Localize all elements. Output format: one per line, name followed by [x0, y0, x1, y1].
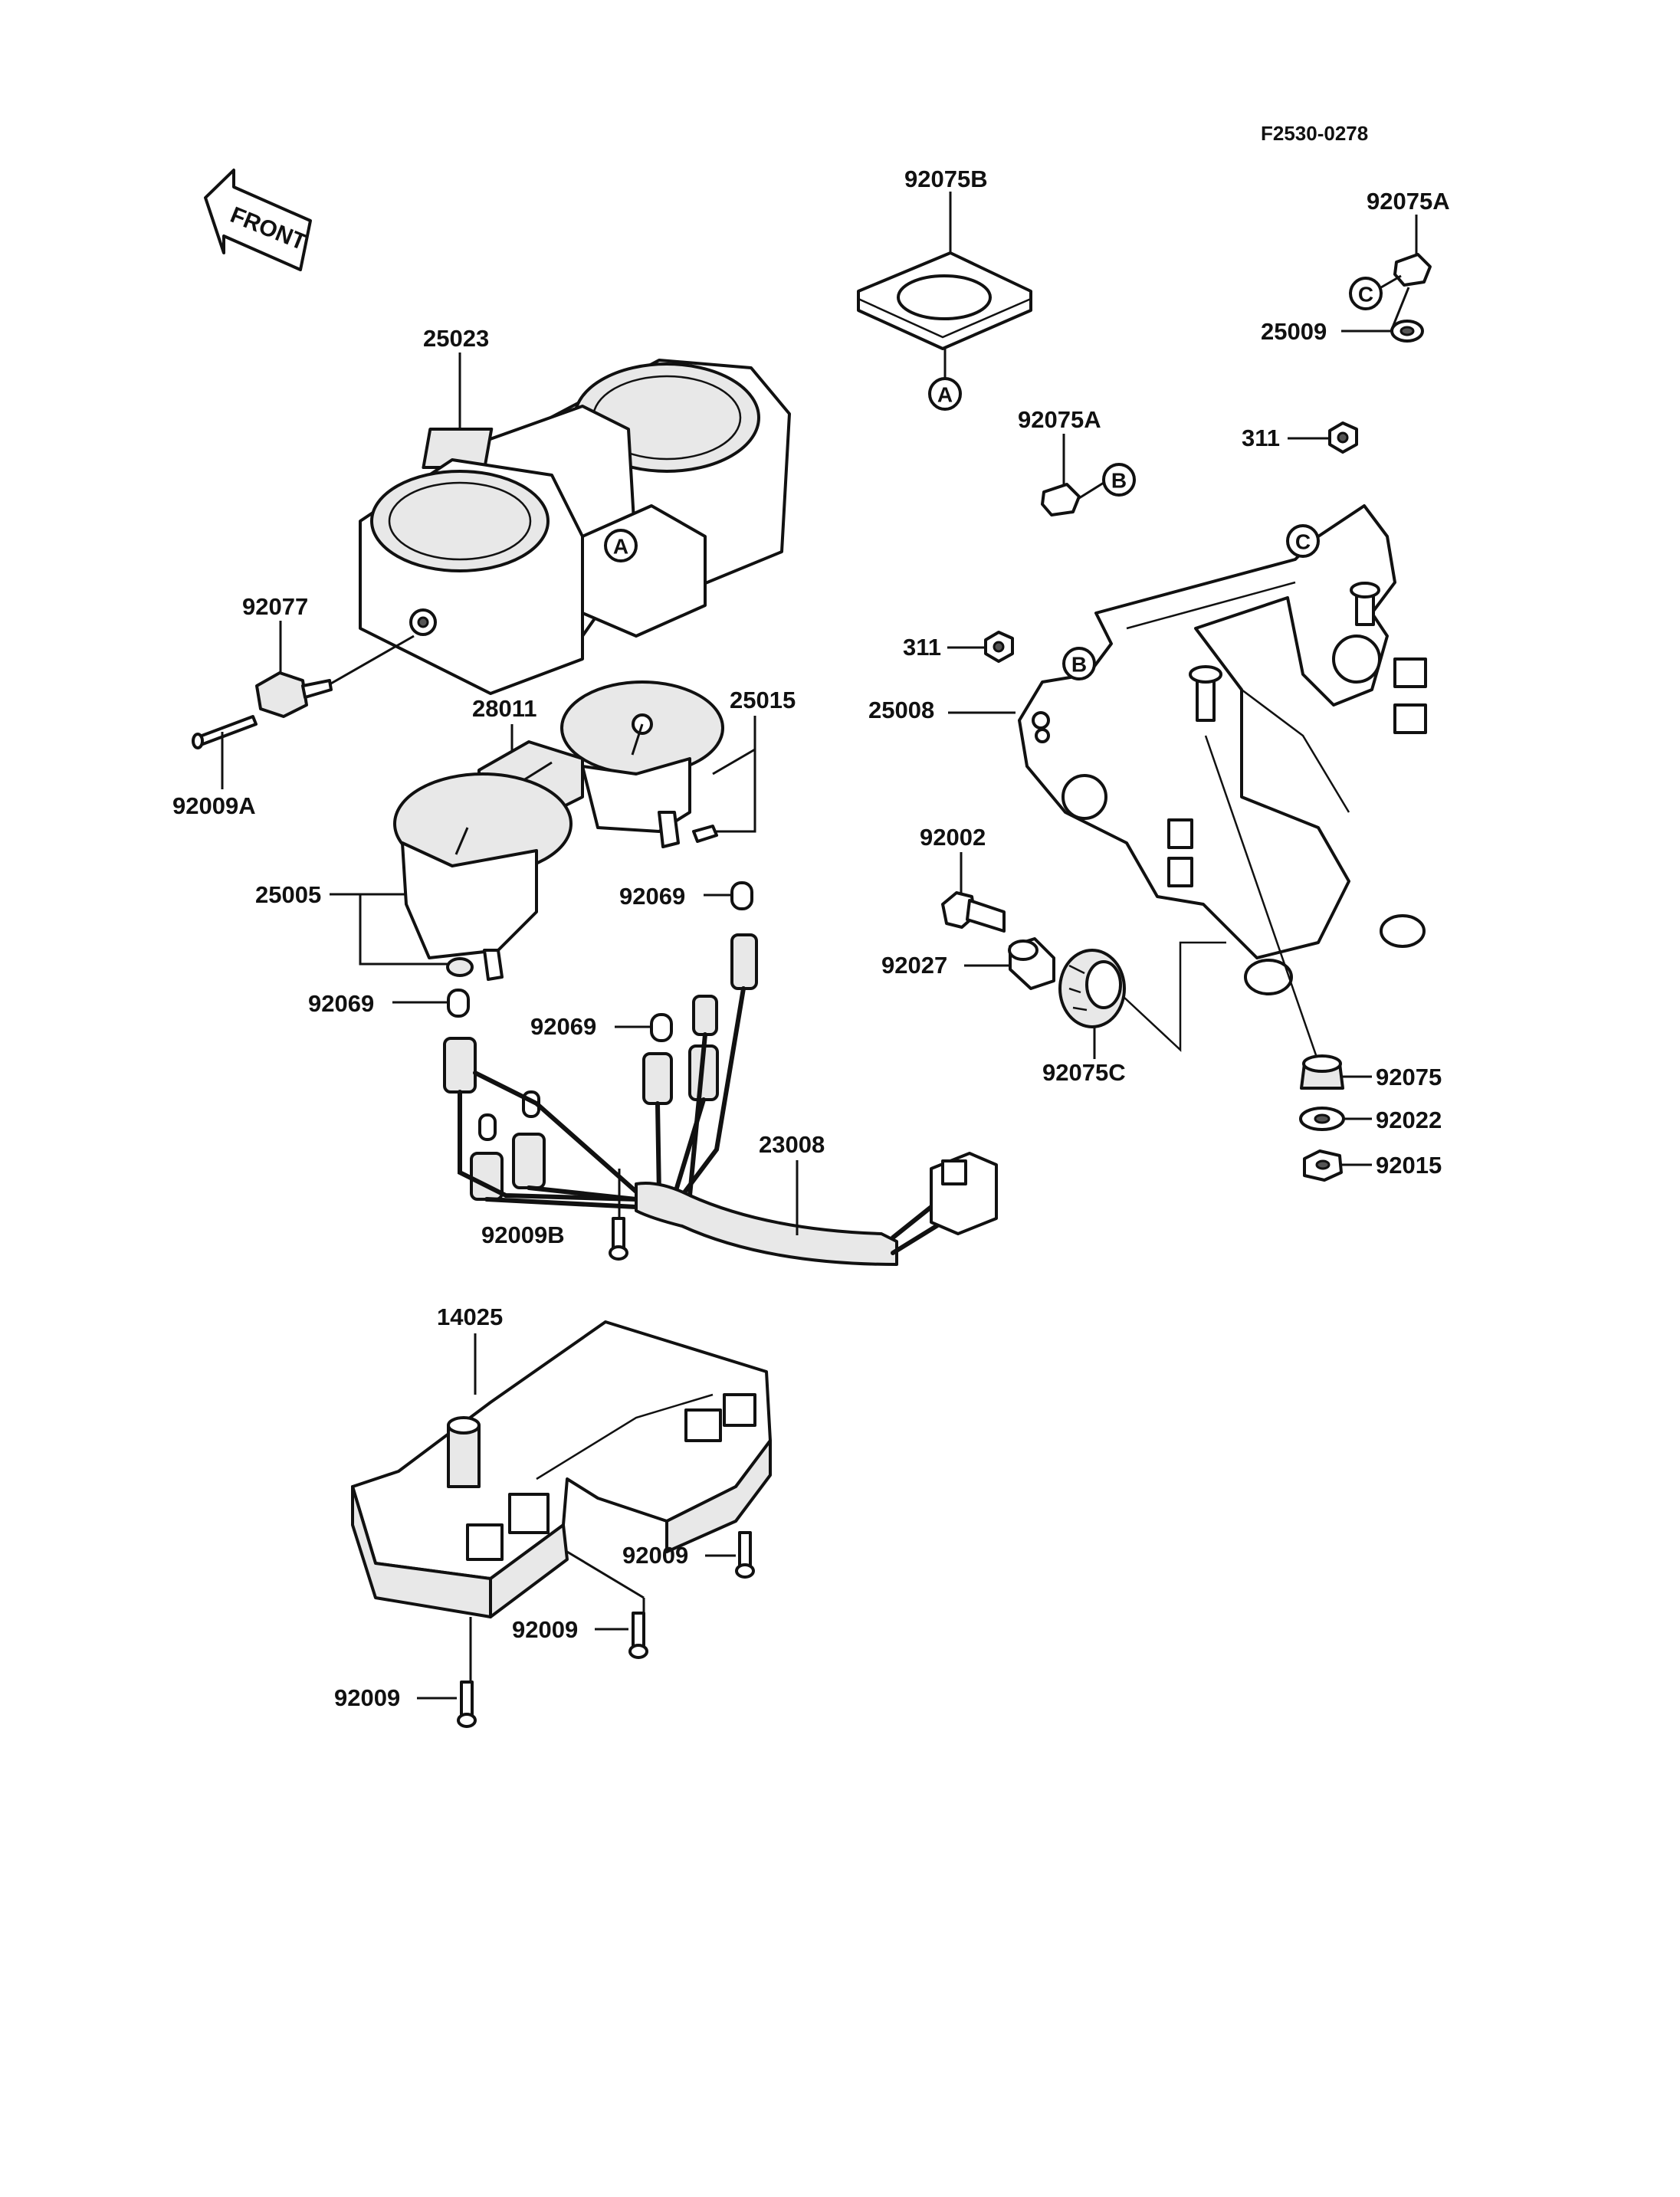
label-92009-b: 92009: [512, 1616, 578, 1643]
callout-b-top: B: [1102, 463, 1136, 497]
label-92075: 92075: [1376, 1064, 1442, 1090]
speedometer-25005: [393, 772, 573, 981]
bulb-92069-c: [650, 1013, 673, 1042]
label-92069-a: 92069: [619, 883, 685, 910]
svg-text:B: B: [1071, 653, 1087, 677]
label-311-top: 311: [1242, 425, 1280, 451]
nut-92015: [1303, 1149, 1343, 1182]
bulb-92069-b: [447, 989, 470, 1018]
svg-text:A: A: [613, 535, 628, 559]
svg-text:B: B: [1111, 469, 1127, 493]
label-92075c: 92075C: [1042, 1059, 1126, 1086]
meter-cover-14025: [351, 1320, 772, 1618]
collar-92027: [1008, 937, 1055, 990]
wire-harness-23008: [443, 933, 998, 1266]
screw-92009-c: [457, 1681, 477, 1728]
label-25009: 25009: [1261, 318, 1327, 345]
damper-92075c: [1058, 949, 1126, 1028]
screw-92009-b: [628, 1612, 648, 1659]
nut-92075a-top: [1393, 253, 1432, 287]
meter-bracket-25008: [1018, 504, 1427, 995]
label-92009-c: 92009: [334, 1684, 400, 1711]
tachometer-25015: [560, 680, 724, 848]
screw-92009a: [192, 715, 258, 749]
callout-c-bracket: C: [1286, 524, 1320, 558]
grommet-92075b: [857, 251, 1032, 350]
nut-92075a-mid: [1041, 483, 1081, 516]
label-92015: 92015: [1376, 1152, 1442, 1179]
meter-case-25023: [359, 359, 791, 695]
label-25005: 25005: [255, 881, 321, 908]
label-92022: 92022: [1376, 1107, 1442, 1133]
label-92009a: 92009A: [172, 792, 256, 819]
label-311-mid: 311: [903, 634, 941, 661]
svg-text:C: C: [1295, 530, 1311, 554]
grommet-92075: [1300, 1054, 1344, 1090]
screw-92009b: [609, 1217, 628, 1261]
callout-b-bracket: B: [1062, 647, 1096, 680]
figure-code: F2530-0278: [1261, 122, 1368, 145]
svg-text:C: C: [1358, 283, 1373, 307]
bulb-92069-a: [730, 881, 753, 910]
label-92075a-top: 92075A: [1367, 188, 1450, 215]
nut-311-mid: [984, 631, 1014, 663]
label-25015: 25015: [730, 687, 796, 713]
label-92027: 92027: [881, 952, 947, 979]
callout-c-top: C: [1349, 277, 1383, 310]
label-14025: 14025: [437, 1303, 503, 1330]
label-92009-a: 92009: [622, 1542, 688, 1569]
label-92002: 92002: [920, 824, 986, 851]
label-25008: 25008: [868, 697, 934, 723]
callout-a-top: A: [928, 377, 962, 411]
bolt-92002: [941, 891, 1006, 933]
label-23008: 23008: [759, 1131, 825, 1158]
label-92075a-mid: 92075A: [1018, 406, 1101, 433]
washer-92022: [1299, 1107, 1345, 1131]
svg-text:A: A: [937, 383, 953, 407]
screw-25015: [692, 825, 718, 843]
washer-25009: [1390, 320, 1424, 343]
label-92069-b: 92069: [308, 990, 374, 1017]
gear-92077: [255, 635, 415, 718]
label-92069-c: 92069: [530, 1013, 596, 1040]
label-25023: 25023: [423, 325, 489, 352]
label-92077: 92077: [242, 593, 308, 620]
front-arrow-icon: FRONT: [204, 169, 312, 271]
label-92009b: 92009B: [481, 1221, 565, 1248]
label-92075b: 92075B: [904, 166, 988, 192]
nut-311-top: [1328, 421, 1358, 454]
screw-92009-a: [735, 1531, 755, 1579]
grommet-25005: [446, 957, 474, 977]
callout-a-case: A: [604, 529, 638, 562]
label-28011: 28011: [472, 695, 537, 722]
